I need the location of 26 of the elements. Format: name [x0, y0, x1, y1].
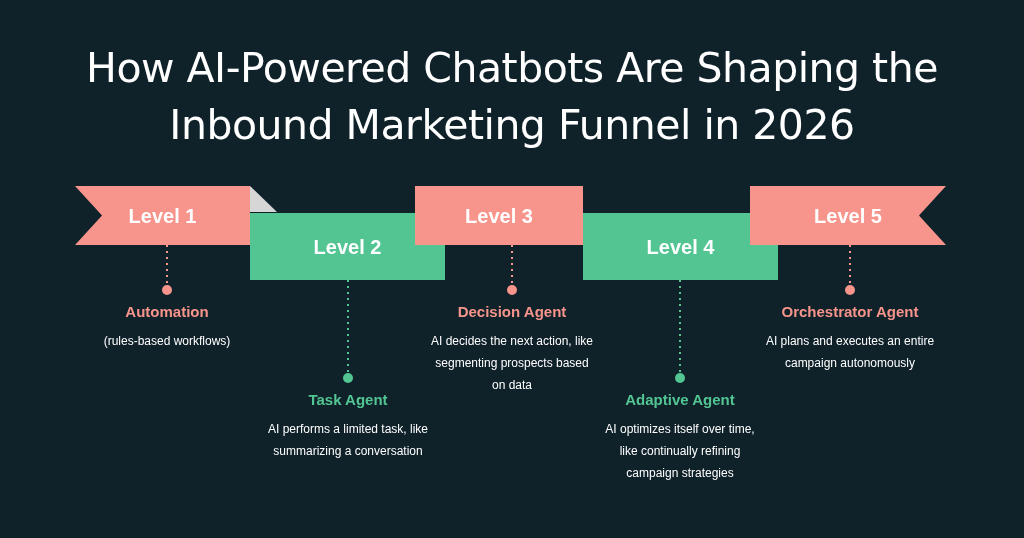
stage-description: AI performs a limited task, like summarizing a conversation — [266, 421, 430, 460]
stage-heading: Adaptive Agent — [624, 390, 736, 410]
level-label: Level 5 — [813, 204, 883, 227]
stage-description: AI optimizes itself over time, like continually refining campaign strategies — [604, 421, 756, 482]
dotted-connector — [675, 279, 685, 383]
dotted-connector — [162, 244, 172, 295]
level-label: Level 1 — [127, 204, 198, 227]
stage-heading: Orchestrator Agent — [780, 302, 920, 322]
level-label: Level 3 — [464, 204, 534, 227]
title: How AI-Powered Chatbots Are Shaping the Inbound Marketing Funnel in 2026 — [85, 43, 939, 151]
ribbon-banner — [250, 213, 445, 280]
stage-heading: Task Agent — [307, 390, 389, 410]
dotted-connector — [343, 279, 353, 383]
ribbon-banner — [75, 186, 250, 245]
level-label: Level 4 — [645, 235, 716, 258]
level-label: Level 2 — [312, 235, 383, 258]
ribbon-banner — [415, 186, 583, 245]
stage-description: AI decides the next action, like segmenting prospects based on data — [429, 333, 595, 394]
dotted-connector — [845, 244, 855, 295]
ribbon-banner — [583, 213, 778, 280]
ribbon-banner — [750, 186, 946, 245]
stage-heading: Decision Agent — [456, 302, 568, 322]
stage-description: (rules-based workflows) — [102, 333, 232, 350]
dotted-connector — [507, 244, 517, 295]
stage-heading: Automation — [124, 302, 210, 322]
stage-description: AI plans and executes an entire campaign autonomously — [765, 333, 935, 372]
